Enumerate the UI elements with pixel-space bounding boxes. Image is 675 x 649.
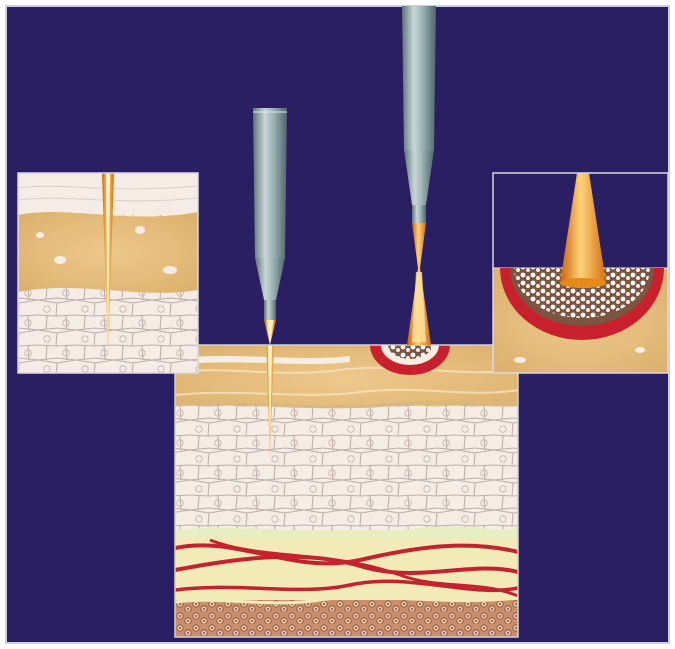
skin-cross-section (175, 345, 518, 640)
epidermis (175, 405, 518, 535)
right-inset (493, 173, 668, 373)
left-inset (18, 173, 198, 373)
subcutis (175, 600, 518, 640)
